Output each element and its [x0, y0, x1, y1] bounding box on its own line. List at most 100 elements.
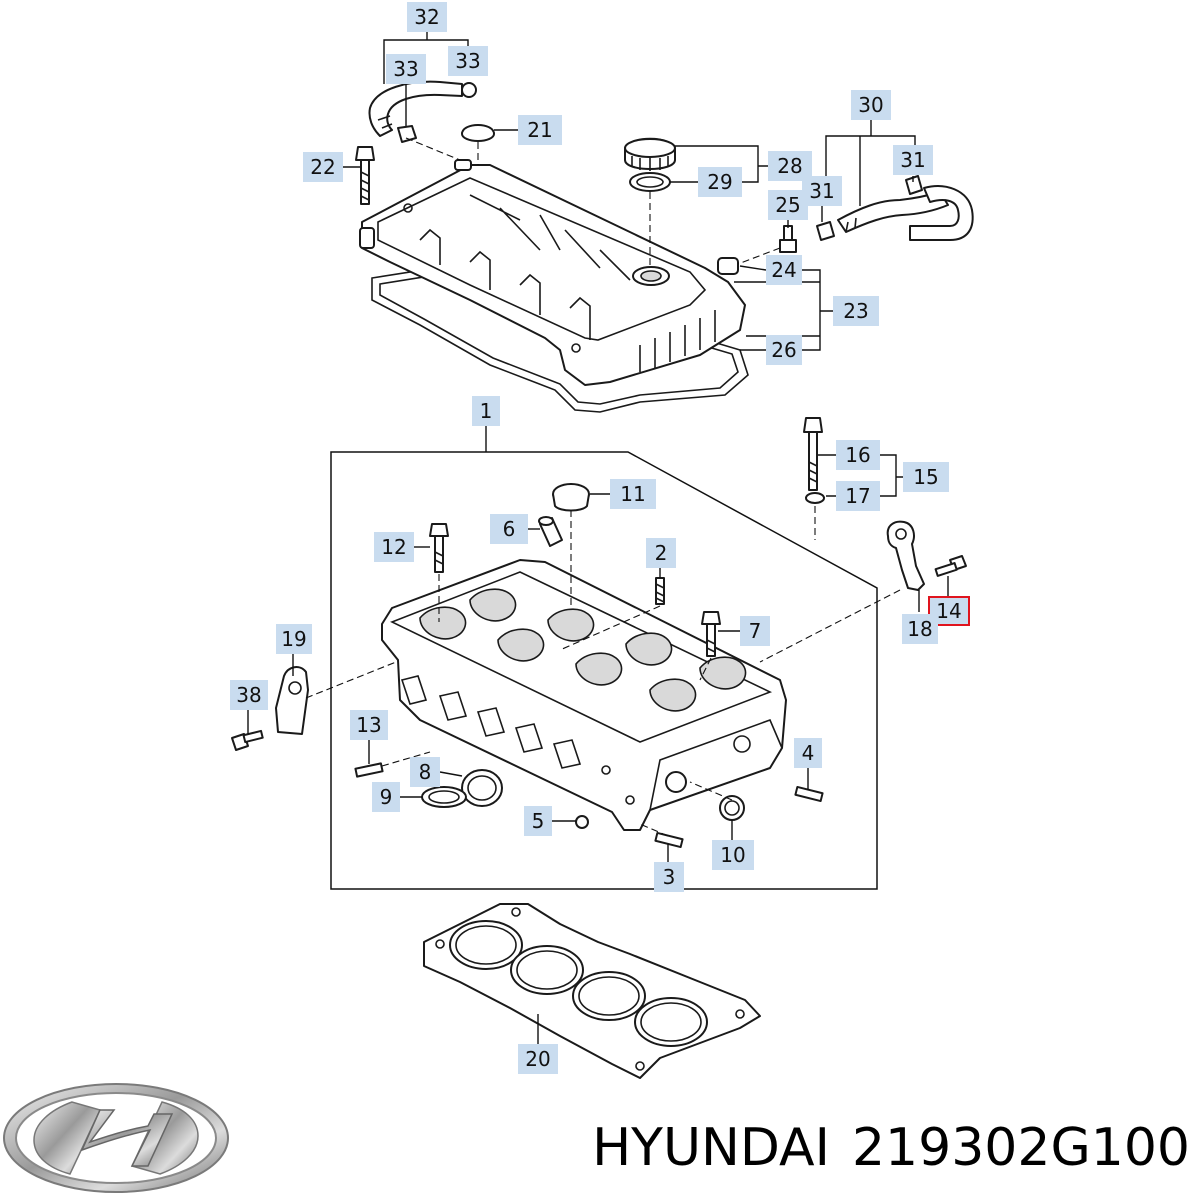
pcv-valve — [779, 225, 797, 253]
long-bolt — [803, 417, 823, 491]
callout-4: 4 — [794, 738, 822, 768]
svg-text:18: 18 — [907, 617, 932, 641]
callout-22: 22 — [303, 152, 343, 182]
leader-lines — [247, 32, 949, 1044]
hyundai-logo-icon — [3, 1083, 229, 1193]
callout-32: 32 — [407, 2, 447, 32]
callout-19: 19 — [276, 624, 312, 654]
callout-20: 20 — [518, 1044, 558, 1074]
callout-33: 33 — [386, 54, 426, 84]
callout-33: 33 — [448, 46, 488, 76]
callout-30: 30 — [851, 90, 891, 120]
svg-text:19: 19 — [281, 627, 306, 651]
oil-filler-cap-seal — [629, 172, 671, 192]
cam-plug — [719, 795, 745, 821]
svg-text:30: 30 — [858, 93, 883, 117]
svg-text:31: 31 — [900, 148, 925, 172]
callout-1: 1 — [472, 396, 500, 426]
svg-text:10: 10 — [720, 843, 745, 867]
svg-text:25: 25 — [775, 193, 800, 217]
svg-text:33: 33 — [455, 49, 480, 73]
callout-14: 14 — [928, 596, 970, 626]
engine-hanger — [886, 520, 925, 591]
svg-text:33: 33 — [393, 57, 418, 81]
svg-text:2: 2 — [655, 541, 668, 565]
brand-name: HYUNDAI — [592, 1118, 830, 1178]
steel-ball — [575, 815, 589, 829]
cylinder-head-cover — [361, 164, 746, 386]
callout-9: 9 — [372, 782, 400, 812]
callout-6: 6 — [490, 514, 528, 544]
svg-text:23: 23 — [843, 299, 868, 323]
callout-5: 5 — [524, 806, 552, 836]
exhaust-stud — [354, 762, 384, 778]
front-stud — [794, 785, 824, 803]
svg-text:16: 16 — [845, 443, 870, 467]
cylinder-head-gasket — [423, 903, 761, 1079]
callout-23: 23 — [833, 296, 879, 326]
callout-25: 25 — [768, 190, 808, 220]
cylinder-head-bolt — [429, 523, 449, 573]
svg-text:11: 11 — [620, 482, 645, 506]
svg-text:21: 21 — [527, 118, 552, 142]
svg-text:38: 38 — [236, 683, 261, 707]
callout-26: 26 — [766, 335, 802, 365]
oil-filler-cap — [624, 137, 676, 171]
svg-text:9: 9 — [380, 785, 393, 809]
callout-7: 7 — [740, 616, 770, 646]
callout-18: 18 — [902, 614, 938, 644]
callout-31: 31 — [802, 176, 842, 206]
callout-2: 2 — [646, 538, 676, 568]
washer — [805, 492, 825, 504]
breather-hose — [368, 80, 477, 143]
callout-17: 17 — [836, 481, 880, 511]
callout-15: 15 — [903, 462, 949, 492]
svg-text:32: 32 — [414, 5, 439, 29]
part-caption: HYUNDAI 219302G100 — [510, 1108, 1190, 1188]
flange-bolt — [701, 611, 721, 657]
svg-text:29: 29 — [707, 170, 732, 194]
svg-text:26: 26 — [771, 338, 796, 362]
callout-8: 8 — [410, 757, 440, 787]
svg-text:6: 6 — [503, 517, 516, 541]
callout-29: 29 — [698, 167, 742, 197]
rear-hanger-bracket — [275, 666, 309, 735]
callout-3: 3 — [654, 862, 684, 892]
bracket-bolt — [231, 729, 264, 751]
svg-text:13: 13 — [356, 713, 381, 737]
svg-text:3: 3 — [663, 865, 676, 889]
svg-text:28: 28 — [777, 154, 802, 178]
svg-text:8: 8 — [419, 760, 432, 784]
callout-10: 10 — [712, 840, 754, 870]
svg-text:15: 15 — [913, 465, 938, 489]
part-number: 219302G100 — [851, 1118, 1190, 1178]
svg-text:1: 1 — [480, 399, 493, 423]
svg-text:14: 14 — [936, 599, 961, 623]
callout-11: 11 — [610, 479, 656, 509]
callout-13: 13 — [350, 710, 388, 740]
svg-text:4: 4 — [802, 741, 815, 765]
cover-bolt — [355, 146, 375, 205]
callout-24: 24 — [766, 255, 802, 285]
cylinder-head-cover-assembly — [359, 159, 749, 413]
cylinder-head — [381, 559, 787, 831]
hanger-bolt — [934, 555, 967, 577]
svg-text:24: 24 — [771, 258, 796, 282]
lower-stud — [654, 831, 684, 849]
cylinder-head-plug — [552, 483, 590, 512]
cylinder-head-assembly-frame — [330, 451, 878, 890]
svg-text:17: 17 — [845, 484, 870, 508]
ventilation-hose — [816, 175, 974, 241]
svg-text:5: 5 — [532, 809, 545, 833]
callout-21: 21 — [518, 115, 562, 145]
svg-text:20: 20 — [525, 1047, 550, 1071]
stud-bolt — [655, 577, 665, 605]
dowel-pin — [538, 516, 563, 547]
svg-text:12: 12 — [381, 535, 406, 559]
callout-31: 31 — [893, 145, 933, 175]
svg-text:22: 22 — [310, 155, 335, 179]
svg-text:31: 31 — [809, 179, 834, 203]
pcv-fitting — [717, 257, 739, 275]
svg-text:7: 7 — [749, 619, 762, 643]
